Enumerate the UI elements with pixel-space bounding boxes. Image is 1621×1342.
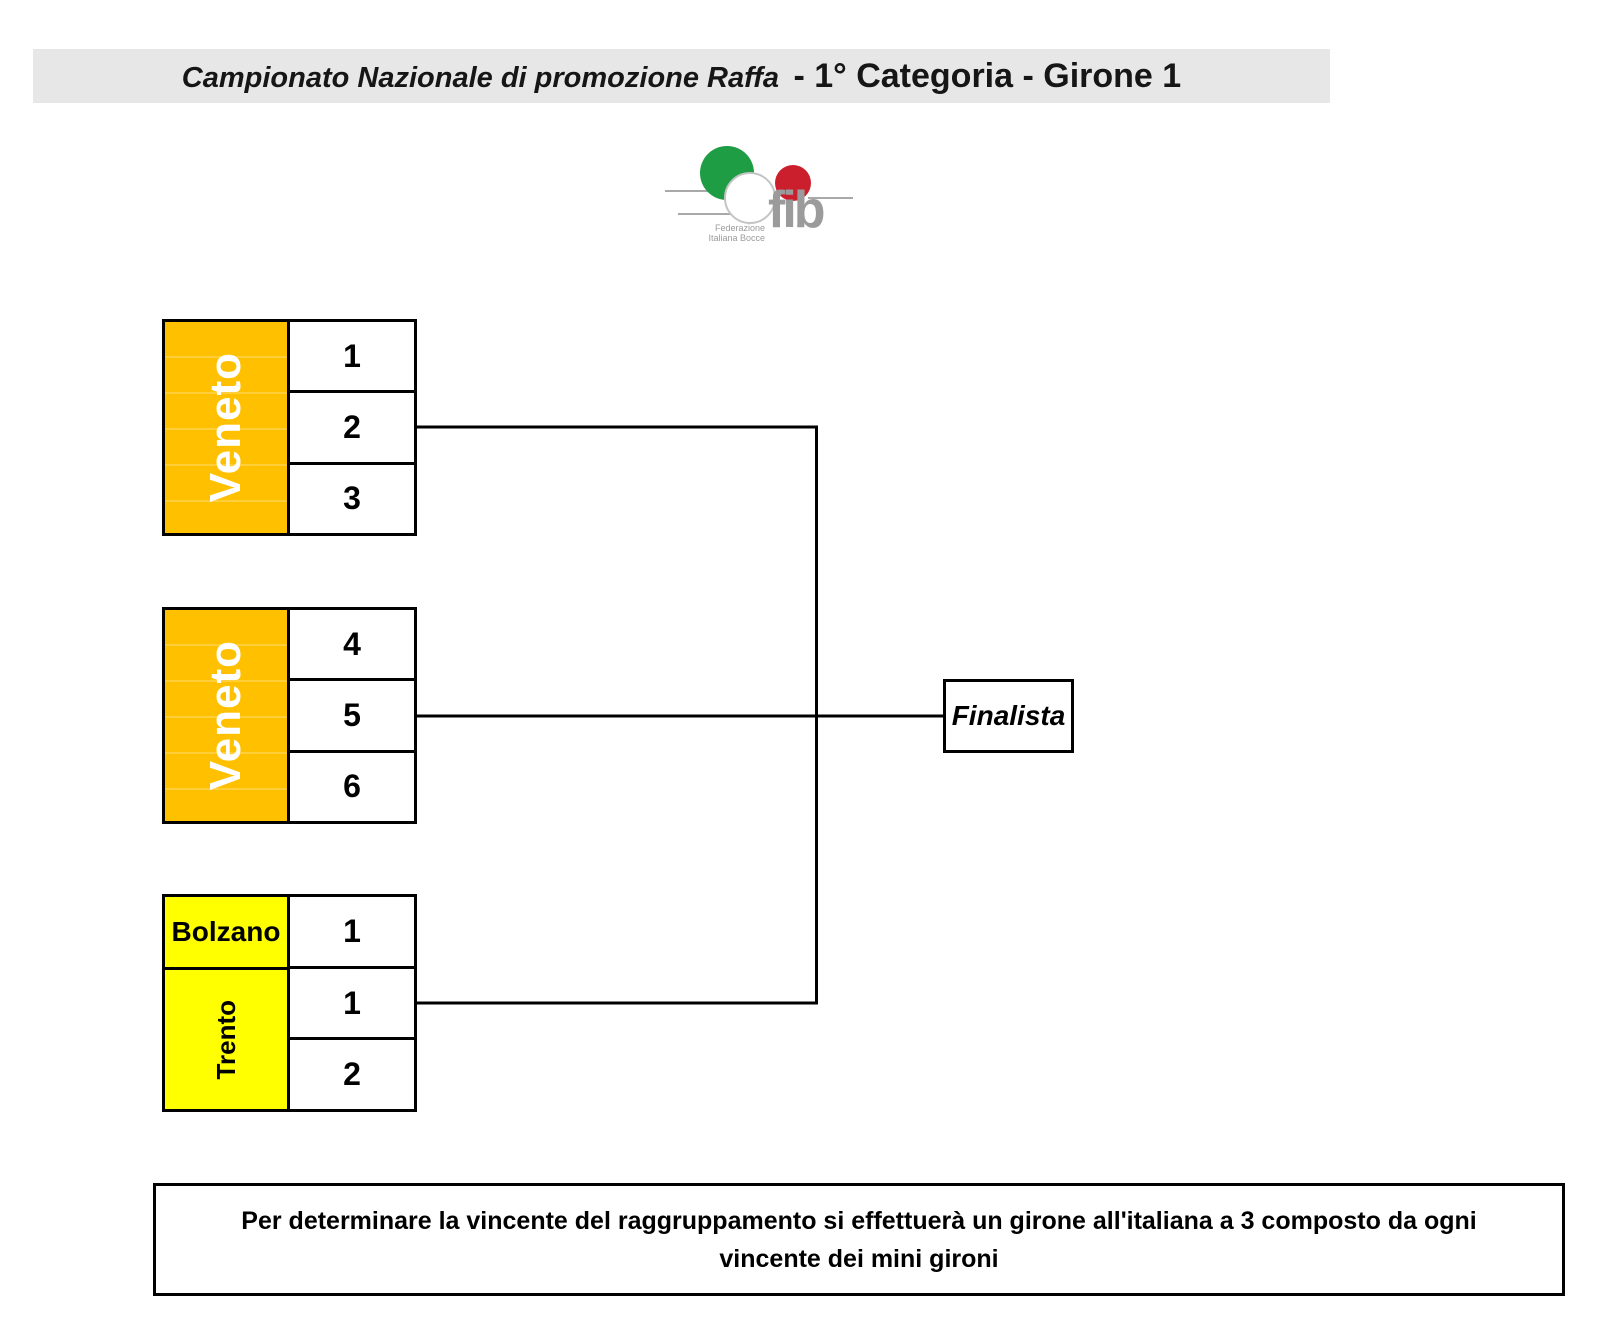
white-pallino-ball-icon: [724, 172, 776, 224]
entry-number: 3: [343, 480, 361, 517]
logo-motion-line-icon: [665, 190, 710, 192]
trento-label-cell: Trento: [165, 969, 287, 1109]
logo-acronym: fib: [768, 181, 826, 239]
title-competition: Campionato Nazionale di promozione Raffa: [181, 62, 780, 94]
bolzano-label-cell: Bolzano: [165, 897, 287, 970]
group-region-label-column: Bolzano Trento: [165, 897, 290, 1109]
note-box: Per determinare la vincente del raggrupp…: [153, 1183, 1565, 1296]
entry-cell: 1: [290, 897, 414, 969]
group-region-label-cell: Veneto: [165, 610, 290, 821]
entry-cell: 5: [290, 681, 414, 753]
title-category: - 1° Categoria - Girone 1: [793, 57, 1182, 95]
entry-number: 4: [343, 625, 361, 662]
fib-logo: fib Federazione Italiana Bocce: [650, 140, 880, 250]
group-veneto-2: Veneto 4 5 6: [162, 607, 417, 824]
entry-cell: 1: [290, 969, 414, 1041]
title-bar: Campionato Nazionale di promozione Raffa…: [33, 49, 1330, 103]
group-region-label: Veneto: [201, 640, 250, 791]
entry-number: 5: [343, 696, 361, 733]
group-entries-column: 1 2 3: [290, 322, 414, 533]
entry-cell: 6: [290, 753, 414, 821]
logo-org-line2: Italiana Bocce: [708, 233, 765, 243]
logo-motion-line-icon: [808, 197, 853, 199]
entry-cell: 4: [290, 610, 414, 682]
entry-number: 1: [343, 912, 361, 949]
bolzano-label: Bolzano: [171, 915, 281, 947]
trento-label: Trento: [210, 999, 241, 1080]
finalist-box: Finalista: [943, 679, 1074, 753]
entry-cell: 1: [290, 322, 414, 394]
logo-org-line1: Federazione: [714, 223, 765, 233]
red-bocce-ball-icon: [775, 165, 811, 201]
entry-number: 1: [343, 337, 361, 374]
group-entries-column: 1 1 2: [290, 897, 414, 1109]
entry-number: 1: [343, 984, 361, 1021]
logo-motion-line-icon: [678, 213, 740, 215]
entry-cell: 2: [290, 1040, 414, 1109]
group-bolzano-trento: Bolzano Trento 1 1 2: [162, 894, 417, 1112]
finalist-label: Finalista: [951, 700, 1066, 731]
entry-cell: 3: [290, 465, 414, 533]
logo-org-name: Federazione Italiana Bocce: [660, 223, 765, 243]
entry-number: 6: [343, 768, 361, 805]
note-text: Per determinare la vincente del raggrupp…: [241, 1206, 1477, 1273]
entry-number: 2: [343, 1056, 361, 1093]
group-region-label-cell: Veneto: [165, 322, 290, 533]
entry-number: 2: [343, 408, 361, 445]
group-veneto-1: Veneto 1 2 3: [162, 319, 417, 536]
entry-cell: 2: [290, 393, 414, 465]
group-region-label: Veneto: [201, 352, 250, 503]
group-entries-column: 4 5 6: [290, 610, 414, 821]
